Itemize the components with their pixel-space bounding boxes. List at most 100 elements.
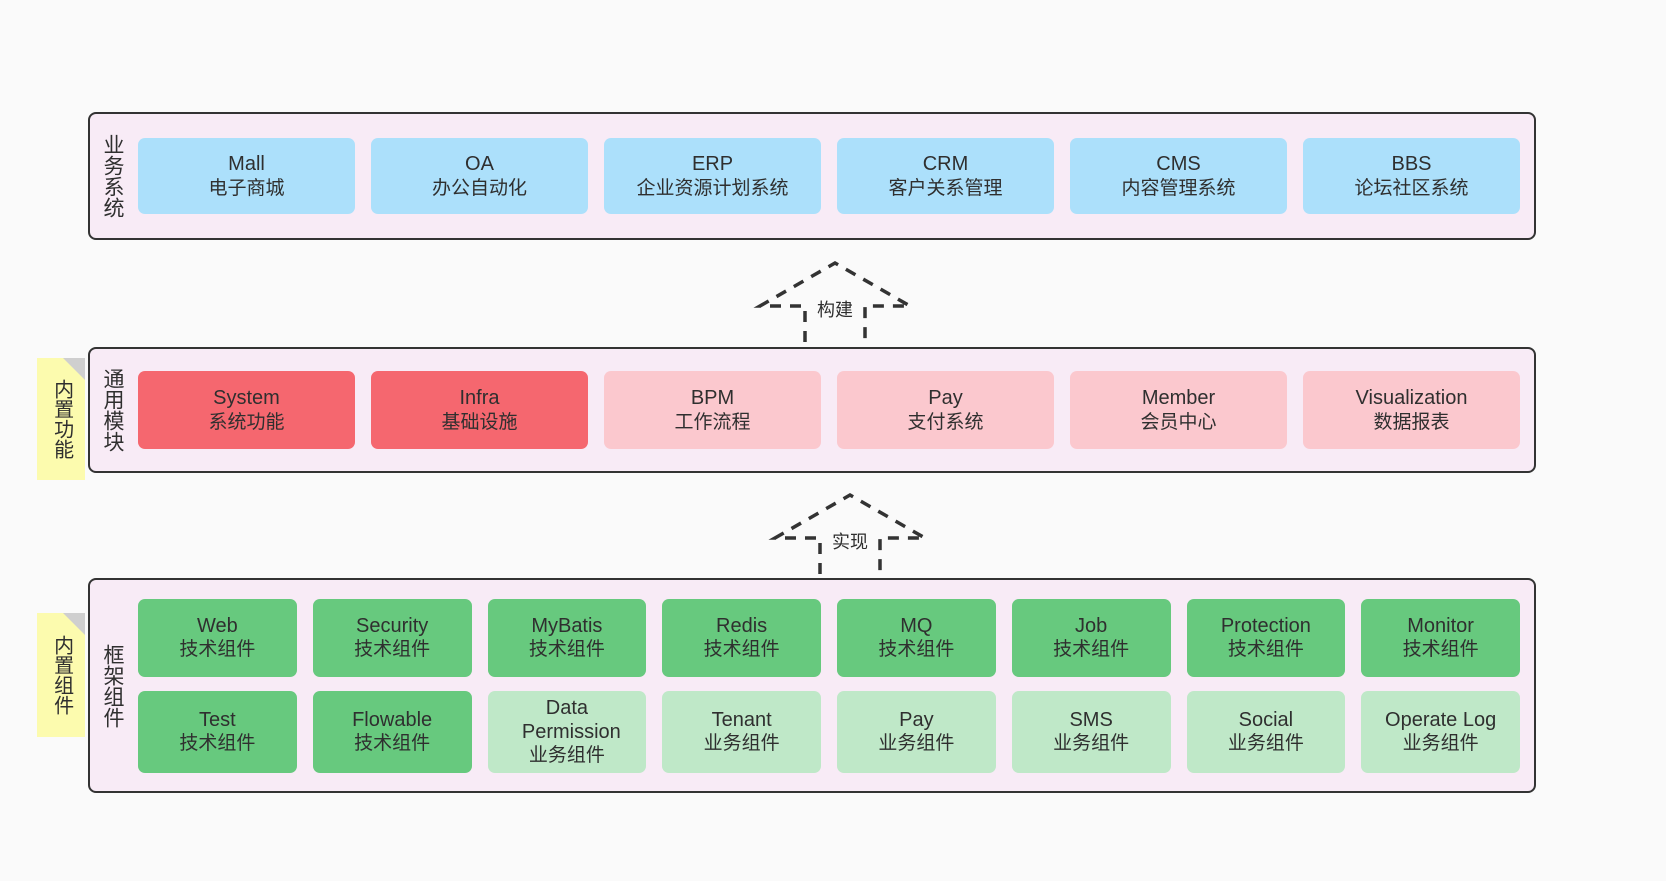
box-infra[interactable]: Infra 基础设施: [371, 371, 588, 449]
box-bpm[interactable]: BPM 工作流程: [604, 371, 821, 449]
box-erp[interactable]: ERP 企业资源计划系统: [604, 138, 821, 214]
layer-title-business-systems: 业务系统: [100, 134, 124, 218]
box-system-desc: 系统功能: [208, 411, 285, 433]
box-visualization[interactable]: Visualization 数据报表: [1303, 371, 1520, 449]
box-pay-module-name: Pay: [928, 387, 963, 410]
connector-build-label: 构建: [817, 300, 853, 320]
box-crm-desc: 客户关系管理: [888, 177, 1003, 199]
box-bpm-name: BPM: [690, 387, 735, 410]
box-data-permission-desc: 业务组件: [528, 745, 605, 767]
box-erp-name: ERP: [691, 153, 734, 176]
box-tenant[interactable]: Tenant 业务组件: [662, 690, 821, 773]
framework-row-business: Test 技术组件 Flowable 技术组件 Data Permission …: [138, 690, 1520, 773]
layer-business-systems[interactable]: 业务系统 Mall 电子商城 OA 办公自动化 ERP 企业资源计划系统 CRM…: [88, 112, 1536, 240]
connector-build: 构建: [753, 258, 917, 348]
box-mall-desc: 电子商城: [208, 177, 285, 199]
box-protection-name: Protection: [1220, 614, 1311, 637]
box-test-desc: 技术组件: [179, 733, 256, 755]
connector-implement-label: 实现: [832, 532, 868, 552]
box-visualization-name: Visualization: [1355, 387, 1468, 410]
box-cms[interactable]: CMS 内容管理系统: [1070, 138, 1287, 214]
box-bbs-name: BBS: [1391, 153, 1432, 176]
box-member-name: Member: [1141, 387, 1216, 410]
box-security-desc: 技术组件: [354, 639, 431, 661]
layer-common-modules[interactable]: 通用模块 System 系统功能 Infra 基础设施 BPM 工作流程 Pay…: [88, 347, 1536, 473]
box-mall-name: Mall: [228, 153, 265, 176]
box-bbs[interactable]: BBS 论坛社区系统: [1303, 138, 1520, 214]
box-monitor-name: Monitor: [1407, 614, 1474, 637]
box-crm-name: CRM: [922, 153, 969, 176]
box-web-desc: 技术组件: [179, 639, 256, 661]
box-pay-component-desc: 业务组件: [878, 733, 955, 755]
layer-body-framework-components: Web 技术组件 Security 技术组件 MyBatis 技术组件 Redi…: [134, 580, 1534, 791]
box-job[interactable]: Job 技术组件: [1011, 598, 1171, 677]
box-infra-name: Infra: [459, 387, 500, 410]
box-visualization-desc: 数据报表: [1373, 411, 1450, 433]
box-erp-desc: 企业资源计划系统: [636, 177, 789, 199]
layer-framework-components[interactable]: 框架组件 Web 技术组件 Security 技术组件 MyBatis 技术组件: [88, 578, 1536, 793]
box-operate-log[interactable]: Operate Log 业务组件: [1361, 690, 1520, 773]
sticky-note-builtin-components-label: 内置组件: [50, 635, 73, 715]
sticky-note-builtin-components: 内置组件: [37, 613, 85, 737]
box-bbs-desc: 论坛社区系统: [1354, 177, 1469, 199]
box-mybatis-desc: 技术组件: [528, 639, 605, 661]
implement-arrow-shape: [768, 492, 932, 574]
box-social[interactable]: Social 业务组件: [1186, 690, 1346, 773]
box-data-permission[interactable]: Data Permission 业务组件: [487, 690, 647, 773]
box-redis-desc: 技术组件: [703, 639, 780, 661]
box-job-desc: 技术组件: [1053, 639, 1130, 661]
box-test[interactable]: Test 技术组件: [138, 690, 297, 773]
box-oa-desc: 办公自动化: [431, 177, 527, 199]
box-sms-desc: 业务组件: [1053, 733, 1130, 755]
box-operate-log-name: Operate Log: [1385, 708, 1497, 731]
layer-title-common-modules: 通用模块: [100, 368, 124, 452]
box-social-name: Social: [1238, 708, 1294, 731]
box-job-name: Job: [1075, 614, 1108, 637]
box-crm[interactable]: CRM 客户关系管理: [837, 138, 1054, 214]
box-mybatis[interactable]: MyBatis 技术组件: [487, 598, 647, 677]
box-security-name: Security: [356, 614, 429, 637]
box-flowable-desc: 技术组件: [354, 733, 431, 755]
box-infra-desc: 基础设施: [441, 411, 518, 433]
sticky-note-builtin-functions: 内置功能: [37, 358, 85, 480]
box-mq[interactable]: MQ 技术组件: [837, 598, 996, 677]
box-security[interactable]: Security 技术组件: [312, 598, 472, 677]
box-flowable[interactable]: Flowable 技术组件: [312, 690, 472, 773]
box-member-desc: 会员中心: [1140, 411, 1217, 433]
box-monitor-desc: 技术组件: [1402, 639, 1479, 661]
box-protection-desc: 技术组件: [1227, 639, 1304, 661]
build-arrow-shape: [753, 260, 917, 342]
box-test-name: Test: [199, 708, 236, 731]
box-sms[interactable]: SMS 业务组件: [1011, 690, 1171, 773]
framework-row-technical: Web 技术组件 Security 技术组件 MyBatis 技术组件 Redi…: [138, 598, 1520, 677]
box-member[interactable]: Member 会员中心: [1070, 371, 1287, 449]
box-bpm-desc: 工作流程: [674, 411, 751, 433]
box-mall[interactable]: Mall 电子商城: [138, 138, 355, 214]
box-monitor[interactable]: Monitor 技术组件: [1361, 598, 1520, 677]
box-tenant-desc: 业务组件: [703, 733, 780, 755]
sticky-fold-icon: [63, 613, 85, 635]
box-cms-name: CMS: [1156, 153, 1201, 176]
box-system[interactable]: System 系统功能: [138, 371, 355, 449]
box-oa[interactable]: OA 办公自动化: [371, 138, 588, 214]
box-mybatis-name: MyBatis: [531, 614, 603, 637]
box-cms-desc: 内容管理系统: [1121, 177, 1236, 199]
box-mq-desc: 技术组件: [878, 639, 955, 661]
box-flowable-name: Flowable: [352, 708, 433, 731]
box-pay-component[interactable]: Pay 业务组件: [837, 690, 996, 773]
box-oa-name: OA: [465, 153, 494, 176]
box-tenant-name: Tenant: [711, 708, 772, 731]
box-pay-component-name: Pay: [899, 708, 934, 731]
box-pay-module-desc: 支付系统: [907, 411, 984, 433]
box-social-desc: 业务组件: [1227, 733, 1304, 755]
sticky-fold-icon: [63, 358, 85, 380]
box-protection[interactable]: Protection 技术组件: [1186, 598, 1346, 677]
box-redis[interactable]: Redis 技术组件: [662, 598, 821, 677]
layer-title-framework-components: 框架组件: [100, 643, 124, 728]
box-pay-module[interactable]: Pay 支付系统: [837, 371, 1054, 449]
sticky-note-builtin-functions-label: 内置功能: [50, 379, 73, 459]
box-web[interactable]: Web 技术组件: [138, 598, 297, 677]
box-redis-name: Redis: [716, 614, 768, 637]
layer-body-common-modules: System 系统功能 Infra 基础设施 BPM 工作流程 Pay 支付系统…: [134, 349, 1534, 471]
